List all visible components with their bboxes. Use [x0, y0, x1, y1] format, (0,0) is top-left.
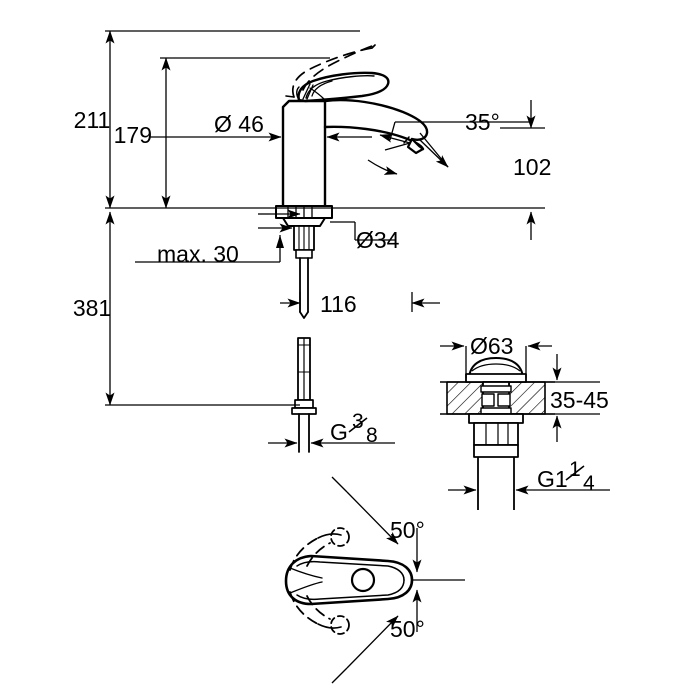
faucet-elevation	[275, 44, 429, 453]
dim-d34-text: Ø34	[356, 227, 400, 253]
dim-d46-text: Ø 46	[214, 111, 264, 137]
dim-g38-letter: G	[330, 419, 348, 445]
dim-g38-denominator: 8	[366, 424, 378, 447]
aerator-outlet-rotated-down	[330, 615, 350, 635]
dim-g38-text-group: G 3 8	[330, 410, 378, 447]
dim-50deg-upper-text: 50°	[390, 517, 425, 543]
dim-116-text: 116	[320, 291, 357, 317]
dimension-lines-main	[105, 30, 545, 448]
drain-detail	[440, 357, 555, 510]
dim-d63-text: Ø63	[470, 333, 513, 359]
dim-50deg-upper-leader	[346, 491, 399, 545]
dim-35deg-text: 35°	[465, 109, 500, 135]
swivel-top-view	[284, 527, 414, 635]
dim-50deg-lower-text: 50°	[390, 616, 425, 642]
dim-179-text: 179	[114, 122, 152, 148]
dim-g114-letter: G1	[537, 466, 568, 492]
dim-g114-numerator: 1	[569, 458, 581, 481]
aerator-outlet	[350, 567, 376, 593]
dimension-lines-swivel	[331, 476, 465, 684]
dim-102-text: 102	[513, 154, 551, 180]
dim-max30-text: max. 30	[157, 241, 239, 267]
dim-g38-numerator: 3	[352, 410, 364, 433]
dimension-lines-drain	[440, 341, 610, 495]
dim-211-text: 211	[74, 107, 111, 133]
dim-50deg-lower-leader	[346, 615, 399, 669]
dim-3545-text: 35-45	[550, 387, 609, 413]
dim-381-text: 381	[73, 295, 111, 321]
dim-g114-denominator: 4	[583, 472, 595, 495]
counter-slab-left	[446, 381, 484, 415]
dim-g114-text-group: G1 1 4	[537, 458, 595, 495]
dim-35deg-leader	[419, 139, 449, 168]
counter-slab-right	[508, 381, 546, 415]
aerator-outlet-rotated-up	[330, 527, 350, 547]
